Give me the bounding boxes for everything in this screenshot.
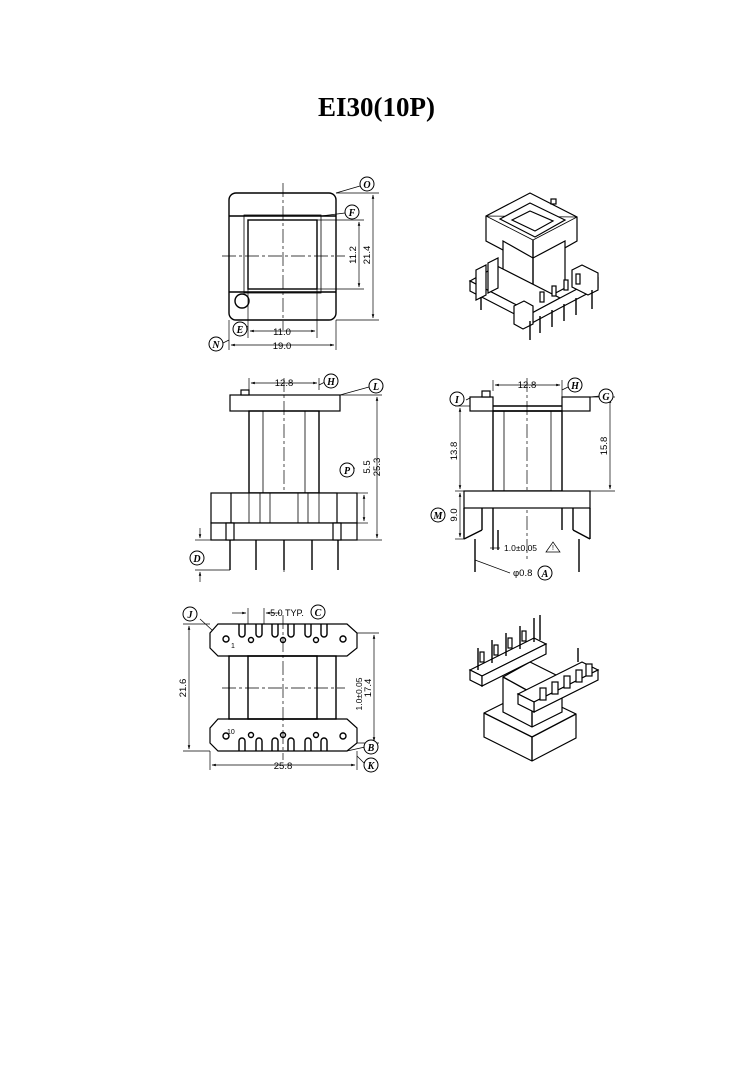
svg-text:D: D bbox=[192, 554, 200, 565]
dim-side-right-height: 15.8 bbox=[599, 437, 610, 456]
callout-B: B bbox=[363, 739, 379, 755]
svg-text:E: E bbox=[236, 325, 244, 336]
front-view bbox=[195, 378, 382, 582]
dim-pin-diameter: φ0.8 bbox=[513, 568, 532, 579]
dim-pin-pitch: 5.0 TYP. bbox=[270, 608, 304, 618]
svg-text:C: C bbox=[315, 608, 322, 619]
svg-text:G: G bbox=[602, 392, 610, 403]
svg-text:!: ! bbox=[552, 545, 554, 552]
callout-O: O bbox=[359, 176, 375, 192]
dim-top-outer-height: 21.4 bbox=[362, 246, 373, 265]
svg-text:I: I bbox=[454, 395, 460, 406]
dim-side-flange-width: 12.8 bbox=[518, 380, 537, 391]
callout-E: E bbox=[232, 321, 248, 337]
callout-H: H bbox=[567, 377, 583, 393]
callout-P: P bbox=[339, 462, 355, 478]
svg-text:A: A bbox=[541, 569, 549, 580]
dim-top-inner-width: 11.0 bbox=[273, 327, 291, 338]
svg-text:M: M bbox=[433, 511, 444, 522]
callout-A: A bbox=[537, 565, 553, 581]
callout-F: F bbox=[344, 204, 360, 220]
dim-front-slot-height: 5.5 bbox=[362, 460, 373, 473]
callout-J: J bbox=[182, 606, 198, 622]
dim-side-left-height: 13.8 bbox=[449, 442, 460, 461]
svg-text:B: B bbox=[367, 743, 375, 754]
callout-K: K bbox=[363, 757, 379, 773]
callout-H1: H bbox=[323, 373, 339, 389]
callout-M: M bbox=[430, 507, 446, 523]
svg-text:F: F bbox=[348, 208, 356, 219]
dim-bottom-inner-height: 17.4 bbox=[363, 679, 374, 698]
dim-bottom-width: 25.8 bbox=[274, 761, 293, 772]
dim-top-inner-height: 11.2 bbox=[348, 246, 359, 264]
dim-side-base-height: 9.0 bbox=[449, 508, 460, 521]
pin-number-last: 10 bbox=[227, 729, 235, 736]
drawing-title: EI30(10P) bbox=[318, 92, 435, 122]
callout-N: N bbox=[208, 336, 224, 352]
svg-text:N: N bbox=[211, 340, 220, 351]
callout-D: D bbox=[189, 550, 205, 566]
callout-I: I bbox=[449, 391, 465, 407]
callout-C: C bbox=[310, 604, 326, 620]
dim-bottom-tolerance: 1.0±0.05 bbox=[354, 677, 364, 710]
pin-1-marker-circle bbox=[234, 293, 250, 309]
dim-bottom-height: 21.6 bbox=[178, 679, 189, 698]
svg-text:H: H bbox=[570, 381, 580, 392]
isometric-view-top bbox=[468, 192, 599, 340]
svg-text:P: P bbox=[344, 466, 351, 477]
dim-front-total-height: 25.3 bbox=[372, 458, 383, 477]
callout-L: L bbox=[368, 378, 384, 394]
isometric-view-bottom bbox=[468, 615, 600, 762]
top-view bbox=[222, 183, 379, 350]
dim-top-outer-width: 19.0 bbox=[273, 341, 292, 352]
svg-text:J: J bbox=[187, 610, 194, 621]
pin-number-first: 1 bbox=[231, 643, 235, 650]
svg-text:K: K bbox=[367, 761, 376, 772]
callout-G: G bbox=[598, 388, 614, 404]
svg-text:L: L bbox=[372, 382, 379, 393]
svg-text:O: O bbox=[363, 180, 370, 191]
dim-front-flange-width: 12.8 bbox=[275, 378, 294, 389]
side-view bbox=[455, 378, 615, 574]
svg-text:H: H bbox=[326, 377, 336, 388]
dim-pin-tolerance: 1.0±0.05 bbox=[504, 543, 537, 553]
bottom-view bbox=[183, 608, 379, 770]
